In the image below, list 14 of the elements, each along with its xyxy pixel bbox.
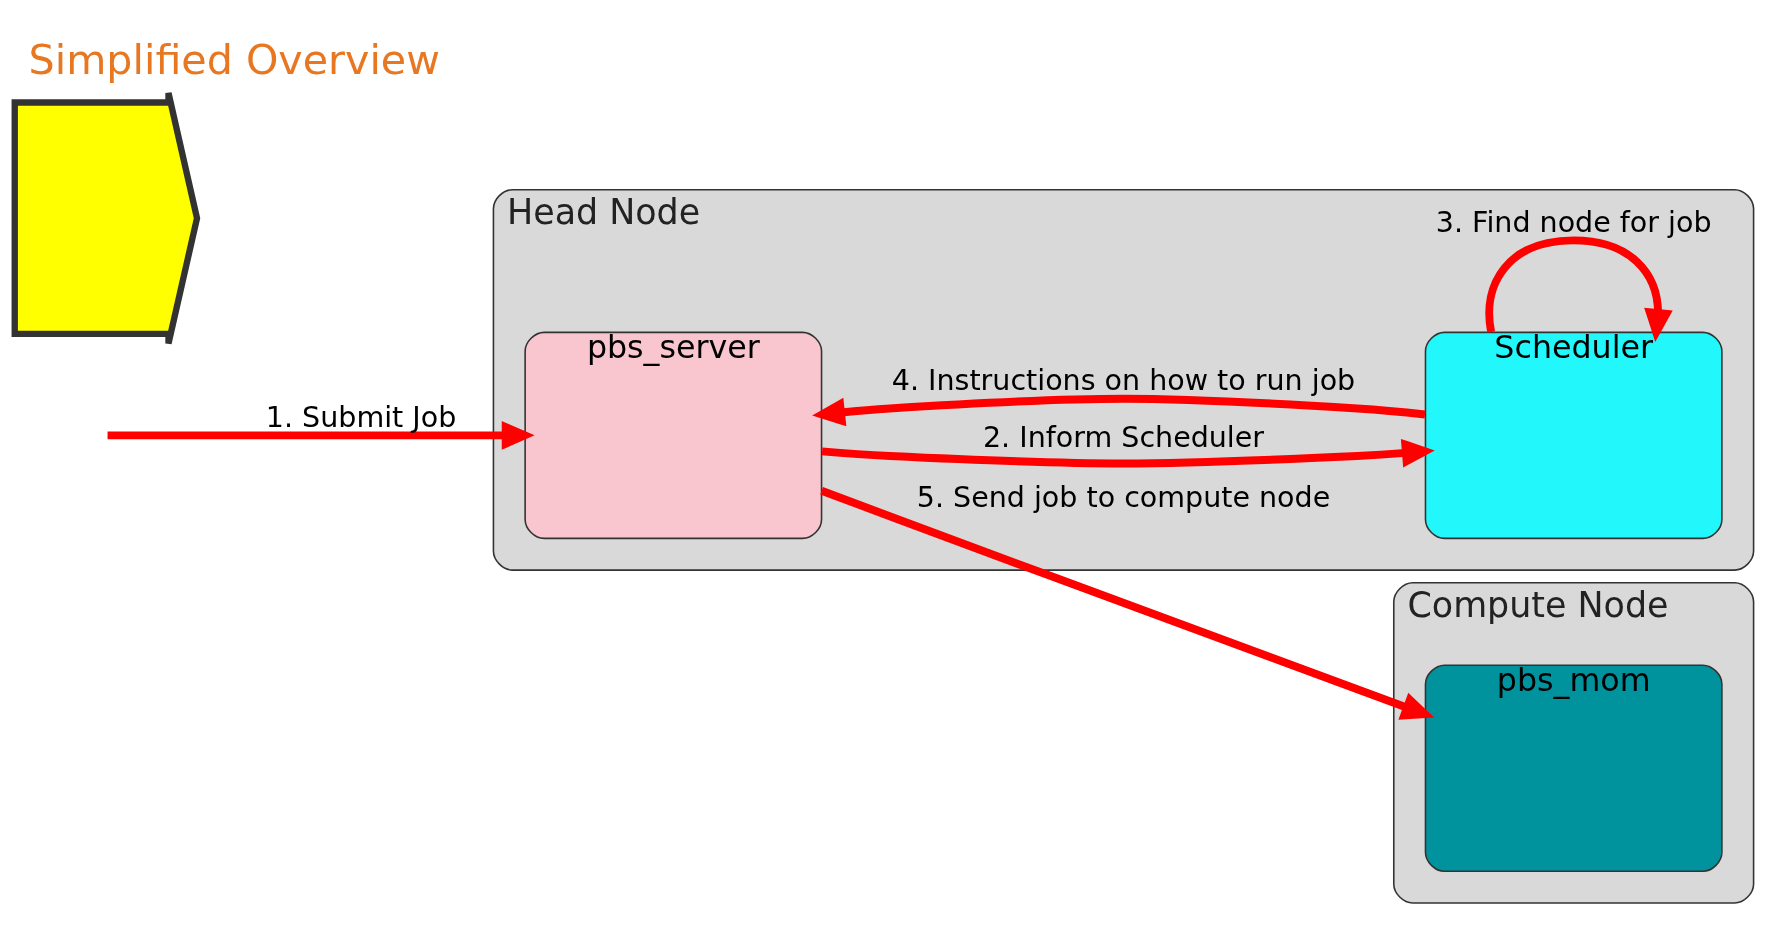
node-arrow — [11, 89, 201, 347]
edge-label: 2. Inform Scheduler — [982, 421, 1265, 455]
node-box: pbs_mom — [1424, 664, 1723, 873]
edge-label: 4. Instructions on how to run job — [891, 364, 1356, 398]
node-box: Scheduler — [1424, 331, 1723, 540]
edge-label: 1. Submit Job — [265, 400, 457, 434]
arrow — [812, 394, 1426, 427]
arrow — [821, 438, 1435, 468]
arrow — [1485, 236, 1673, 342]
node-box: pbs_server — [524, 331, 823, 540]
arrow — [820, 487, 1435, 720]
edge-label: 3. Find node for job — [1435, 205, 1712, 239]
diagram-title: Simplified Overview — [28, 35, 440, 84]
edge-label: 5. Send job to compute node — [916, 481, 1331, 515]
